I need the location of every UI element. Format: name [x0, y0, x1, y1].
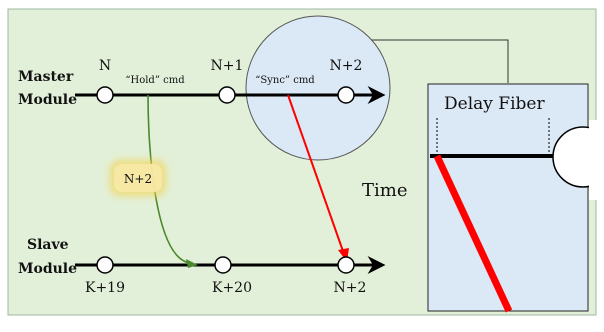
slave-label-line2: Module	[18, 261, 77, 277]
slave-label-line1: Slave	[27, 237, 69, 253]
slave-tick-k-plus-19	[96, 256, 114, 274]
inset-title: Delay Fiber	[444, 94, 545, 114]
master-tick-n-plus-1	[218, 86, 236, 104]
master-tick-label-n-plus-1: N+1	[211, 58, 244, 74]
sync-command-label: “Sync” cmd	[255, 75, 315, 86]
slave-tick-label-k-plus-19: K+19	[85, 280, 125, 296]
delay-fiber-inset	[427, 83, 589, 312]
sync-zoom-circle	[245, 15, 391, 161]
sync-command-arrow	[287, 94, 345, 255]
slave-tick-n-plus-2	[337, 256, 355, 274]
slave-tick-label-n-plus-2: N+2	[334, 280, 367, 296]
slave-tick-k-plus-20	[214, 256, 232, 274]
master-label-line1: Master	[18, 69, 74, 85]
hold-command-arrow	[147, 94, 191, 264]
master-tick-n-plus-2	[337, 86, 355, 104]
badge-box	[114, 164, 162, 192]
hold-arrow-head	[186, 259, 198, 268]
slave-tick-label-k-plus-20: K+20	[212, 280, 252, 296]
master-tick-label-n: N	[99, 58, 111, 74]
zoom-connector-line	[330, 39, 509, 83]
master-tick-n	[96, 86, 114, 104]
inset-right-mask	[589, 120, 604, 200]
master-label-line2: Module	[18, 92, 77, 108]
inset-sync-arrow	[433, 154, 513, 313]
master-tick-label-n-plus-2: N+2	[330, 58, 363, 74]
time-label: Time	[362, 180, 407, 201]
badge-label: N+2	[124, 172, 152, 186]
hold-command-label: “Hold” cmd	[125, 75, 185, 86]
